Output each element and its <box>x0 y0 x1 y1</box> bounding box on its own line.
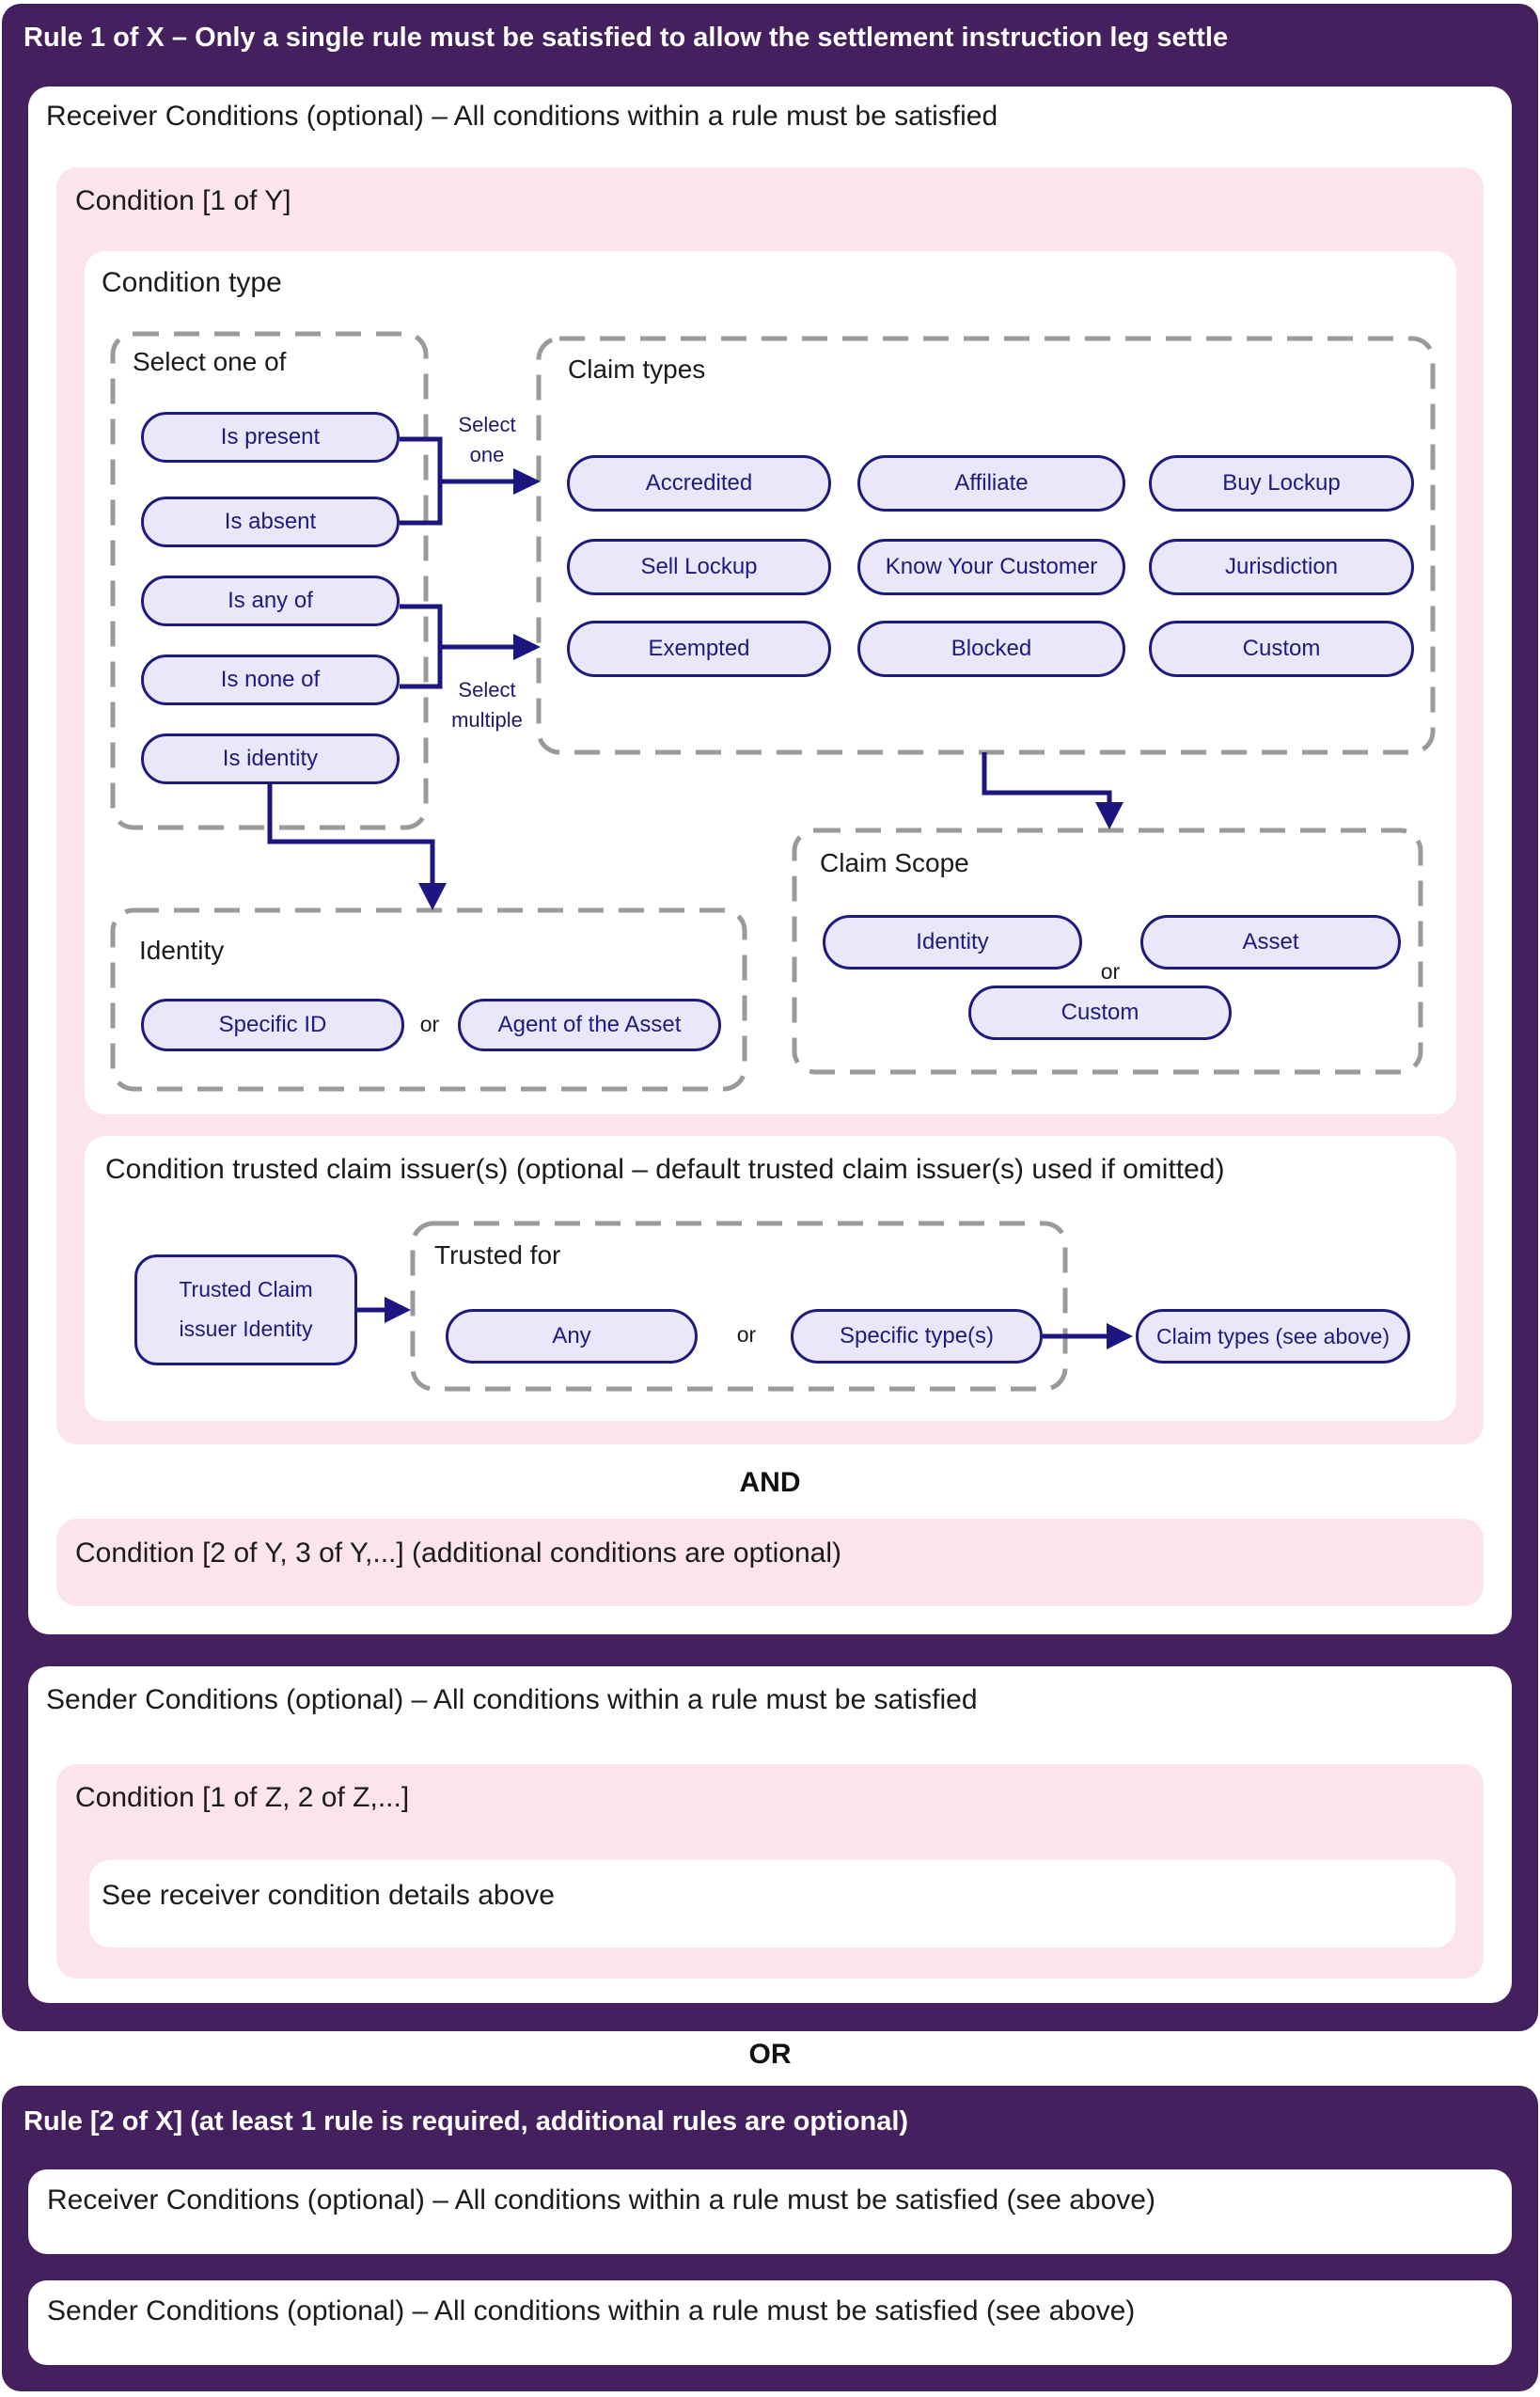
pill-trusted-any: Any <box>446 1309 698 1364</box>
sender-condition-label: Condition [1 of Z, 2 of Z,...] <box>75 1782 410 1813</box>
claim-types-title: Claim types <box>568 355 706 384</box>
trusted-for-title: Trusted for <box>434 1240 561 1269</box>
see-receiver-panel <box>89 1860 1455 1948</box>
pill-is-identity: Is identity <box>141 733 400 784</box>
sender-conditions-header: Sender Conditions (optional) – All condi… <box>46 1684 978 1715</box>
claim-scope-or-label: or <box>1100 959 1121 984</box>
issuer-box-line1: Trusted Claim <box>179 1277 313 1302</box>
select-multiple-label: Select multiple <box>451 678 523 732</box>
claim-scope-title: Claim Scope <box>820 848 969 877</box>
pill-affiliate: Affiliate <box>857 455 1125 512</box>
pill-claim-types-see-above: Claim types (see above) <box>1136 1309 1410 1364</box>
rule2-receiver-label: Receiver Conditions (optional) – All con… <box>47 2184 1155 2216</box>
condition-1-label: Condition [1 of Y] <box>75 185 291 216</box>
pill-blocked: Blocked <box>857 621 1125 677</box>
pill-sell-lockup: Sell Lockup <box>567 539 831 595</box>
identity-box-title: Identity <box>139 936 225 965</box>
pill-agent-of-asset: Agent of the Asset <box>458 999 721 1051</box>
rule2-title: Rule [2 of X] (at least 1 rule is requir… <box>24 2106 909 2137</box>
rule2-sender-panel <box>28 2280 1512 2365</box>
pill-specific-types: Specific type(s) <box>791 1309 1043 1364</box>
identity-or-label: or <box>419 1012 440 1036</box>
select-one-label: Select one <box>458 413 516 466</box>
pill-exempted: Exempted <box>567 621 831 677</box>
pill-scope-asset: Asset <box>1140 915 1401 970</box>
select-one-of-title: Select one of <box>133 347 287 376</box>
pill-is-none-of: Is none of <box>141 654 400 705</box>
trusted-issuers-title: Condition trusted claim issuer(s) (optio… <box>105 1154 1225 1185</box>
pill-jurisdiction: Jurisdiction <box>1149 539 1414 595</box>
pill-is-present: Is present <box>141 412 400 463</box>
trusted-claim-issuer-identity-box: Trusted Claim issuer Identity <box>134 1254 357 1365</box>
see-receiver-detail-label: See receiver condition details above <box>102 1880 555 1911</box>
receiver-conditions-header: Receiver Conditions (optional) – All con… <box>46 101 998 132</box>
pill-scope-custom: Custom <box>968 986 1232 1040</box>
issuer-box-line2: issuer Identity <box>179 1317 313 1341</box>
pill-buy-lockup: Buy Lockup <box>1149 455 1414 512</box>
or-label: OR <box>748 2039 792 2070</box>
condition-2-panel <box>56 1519 1484 1606</box>
pill-specific-id: Specific ID <box>141 999 404 1051</box>
rule2-sender-label: Sender Conditions (optional) – All condi… <box>47 2295 1136 2326</box>
rule2-receiver-panel <box>28 2169 1512 2254</box>
pill-custom-claim-type: Custom <box>1149 621 1414 677</box>
trusted-for-or-label: or <box>736 1322 757 1347</box>
pill-scope-identity: Identity <box>823 915 1082 970</box>
pill-accredited: Accredited <box>567 455 831 512</box>
condition-2-label: Condition [2 of Y, 3 of Y,...] (addition… <box>75 1538 842 1569</box>
pill-is-any-of: Is any of <box>141 576 400 626</box>
condition-type-title: Condition type <box>102 267 282 298</box>
rule1-title: Rule 1 of X – Only a single rule must be… <box>24 23 1229 53</box>
pill-know-your-customer: Know Your Customer <box>857 539 1125 595</box>
pill-is-absent: Is absent <box>141 497 400 547</box>
and-label: AND <box>739 1467 801 1498</box>
